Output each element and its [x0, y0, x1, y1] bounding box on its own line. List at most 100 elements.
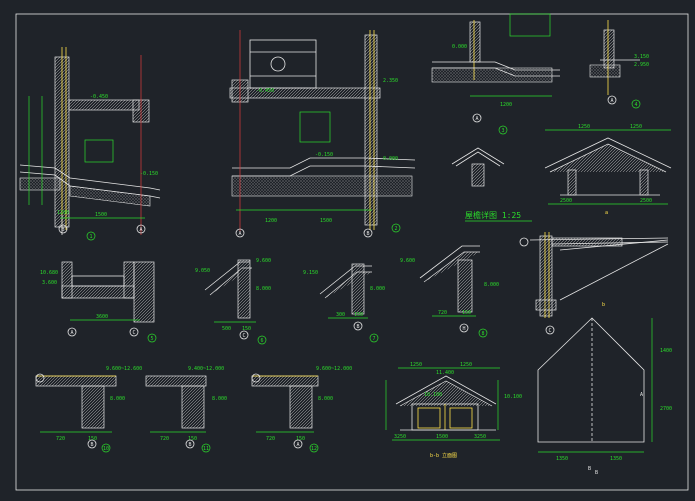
svg-text:-0.150: -0.150: [140, 171, 158, 177]
detail-10: 720 150 9.600~12.600 8.000 B 10: [35, 366, 142, 453]
svg-text:9.600: 9.600: [256, 258, 271, 264]
svg-text:3250: 3250: [394, 434, 406, 440]
svg-text:A: A: [139, 227, 142, 233]
svg-text:150: 150: [296, 436, 305, 442]
ridge-cap-detail: [451, 147, 505, 187]
svg-text:B: B: [595, 470, 598, 476]
svg-text:9.600: 9.600: [400, 258, 415, 264]
svg-text:b-b 立面图: b-b 立面图: [430, 452, 457, 459]
svg-text:150: 150: [188, 436, 197, 442]
svg-text:1500: 1500: [95, 212, 107, 218]
svg-text:a: a: [605, 210, 608, 216]
svg-text:B: B: [90, 442, 93, 448]
detail-7: 300 150 9.150 8.000 B 7: [303, 263, 385, 343]
svg-text:1250: 1250: [630, 124, 642, 130]
detail-6: 500 150 9.050 9.600 8.000 C 6: [195, 258, 271, 345]
svg-text:1250: 1250: [460, 362, 472, 368]
detail-2: 1200 1500 2.350 -0.450 -0.150 0.000 A B …: [229, 30, 416, 238]
svg-text:A: A: [475, 116, 478, 122]
svg-text:8.000: 8.000: [256, 286, 271, 292]
svg-text:10.100: 10.100: [424, 392, 442, 398]
svg-text:150: 150: [354, 312, 363, 318]
svg-text:1350: 1350: [610, 456, 622, 462]
svg-text:B: B: [61, 227, 64, 233]
svg-text:B: B: [356, 324, 359, 330]
svg-text:0.000: 0.000: [383, 156, 398, 162]
svg-text:3: 3: [501, 128, 504, 134]
svg-text:1350: 1350: [556, 456, 568, 462]
detail-4: 3.150 2.950 A 4: [589, 20, 649, 109]
svg-text:B: B: [366, 231, 369, 237]
svg-text:150: 150: [88, 436, 97, 442]
svg-text:7: 7: [372, 336, 375, 342]
svg-text:6: 6: [260, 338, 263, 344]
detail-9: C: [519, 232, 669, 335]
svg-text:A: A: [296, 442, 299, 448]
detail-11: 720 150 9.400~12.000 8.000 B 11: [145, 366, 227, 453]
svg-text:500: 500: [222, 326, 231, 332]
svg-text:2700: 2700: [660, 406, 672, 412]
svg-text:b: b: [602, 302, 605, 308]
svg-text:8.000: 8.000: [212, 396, 227, 402]
svg-text:8.000: 8.000: [110, 396, 125, 402]
svg-text:A: A: [640, 392, 643, 398]
svg-text:9.150: 9.150: [303, 270, 318, 276]
svg-text:C: C: [132, 330, 135, 336]
drawing-frame: [15, 13, 689, 491]
svg-text:A: A: [610, 98, 613, 104]
svg-text:8.000: 8.000: [484, 282, 499, 288]
svg-text:1500: 1500: [320, 218, 332, 224]
svg-text:2500: 2500: [560, 198, 572, 204]
svg-text:12: 12: [311, 446, 317, 452]
svg-text:2.950: 2.950: [634, 62, 649, 68]
svg-text:H: H: [462, 326, 465, 332]
detail-3: 1200 0.000 A 3: [431, 13, 560, 135]
svg-text:-0.150: -0.150: [315, 152, 333, 158]
svg-text:2500: 2500: [640, 198, 652, 204]
detail-12: 720 150 9.600~12.000 8.000 A 12: [251, 366, 352, 453]
svg-text:1500: 1500: [436, 434, 448, 440]
svg-text:720: 720: [438, 310, 447, 316]
svg-text:3600: 3600: [96, 314, 108, 320]
svg-text:-0.450: -0.450: [256, 88, 274, 94]
svg-text:2.350: 2.350: [383, 78, 398, 84]
svg-text:1200: 1200: [265, 218, 277, 224]
svg-text:3250: 3250: [474, 434, 486, 440]
detail-1: 1500 1200 -0.450 -0.150 B A 1: [19, 47, 161, 241]
svg-text:720: 720: [160, 436, 169, 442]
svg-text:A: A: [70, 330, 73, 336]
svg-text:150: 150: [462, 310, 471, 316]
svg-text:1250: 1250: [578, 124, 590, 130]
svg-text:3.600: 3.600: [42, 280, 57, 286]
gable-outline: 1400 2700 1350 1350 A B B b: [537, 302, 672, 476]
svg-text:C: C: [548, 328, 551, 334]
svg-text:1200: 1200: [57, 210, 69, 216]
detail-8: 720 150 9.600 8.000 H 8: [400, 245, 499, 338]
svg-text:8.000: 8.000: [318, 396, 333, 402]
svg-text:150: 150: [242, 326, 251, 332]
svg-text:4: 4: [634, 102, 637, 108]
svg-text:B: B: [188, 442, 191, 448]
svg-text:5: 5: [150, 336, 153, 342]
svg-text:A: A: [238, 231, 241, 237]
svg-text:11: 11: [203, 446, 209, 452]
svg-text:9.400~12.000: 9.400~12.000: [188, 366, 224, 372]
svg-text:9.600~12.600: 9.600~12.600: [106, 366, 142, 372]
svg-text:11.400: 11.400: [436, 370, 454, 376]
svg-text:720: 720: [56, 436, 65, 442]
svg-text:10: 10: [103, 446, 109, 452]
svg-text:B: B: [588, 466, 591, 472]
svg-text:10.680: 10.680: [40, 270, 58, 276]
svg-text:1250: 1250: [410, 362, 422, 368]
svg-text:C: C: [242, 333, 245, 339]
svg-text:8.000: 8.000: [370, 286, 385, 292]
detail-5: 3600 3.600 10.680 A C 5: [40, 261, 157, 343]
svg-text:9.050: 9.050: [195, 268, 210, 274]
svg-text:1: 1: [89, 234, 92, 240]
svg-text:3.150: 3.150: [634, 54, 649, 60]
svg-text:1400: 1400: [660, 348, 672, 354]
main-title: 屋檐详图 1:25: [465, 210, 521, 220]
svg-text:300: 300: [336, 312, 345, 318]
svg-text:10.100: 10.100: [504, 394, 522, 400]
